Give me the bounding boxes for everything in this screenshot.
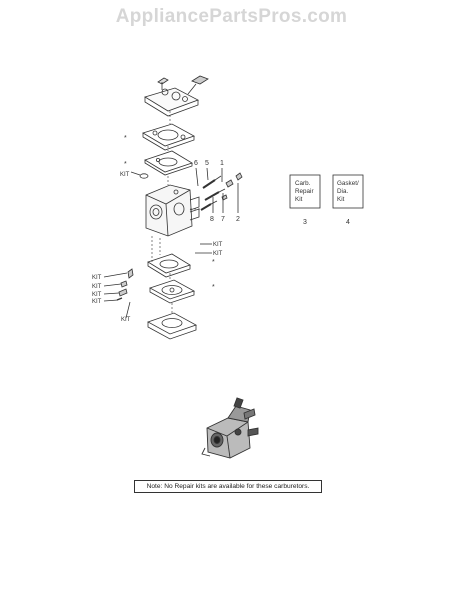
kit-callout-3: KIT [213, 251, 223, 257]
metering-diaphragm [144, 150, 193, 176]
pump-gasket [147, 253, 191, 278]
gasket-kit-line1: Gasket/ [337, 180, 359, 187]
assembled-carburetor-image [201, 397, 259, 459]
o-ring [139, 173, 149, 179]
star-marker-2: * [124, 161, 127, 168]
carb-kit-line1: Carb. [295, 180, 311, 187]
part-number-4: 4 [346, 219, 350, 226]
carb-kit-line2: Repair [295, 188, 314, 195]
pump-cover [147, 312, 197, 340]
gasket-kit-line3: Kit [337, 196, 345, 203]
top-cover-plate [144, 75, 209, 117]
kit-callout-5: KIT [92, 284, 102, 290]
star-marker-1: * [124, 135, 127, 142]
gasket-kit-line2: Dia. [337, 188, 348, 195]
kit-callout-6: KIT [92, 292, 102, 298]
star-marker-4: * [212, 284, 215, 291]
note-box: Note: No Repair kits are available for t… [134, 480, 322, 493]
kit-callout-1: KIT [120, 172, 130, 178]
kit-callout-8: KIT [121, 317, 131, 323]
gasket-dia-kit-box: Gasket/ Dia. Kit [332, 174, 364, 209]
kit-callout-2: KIT [213, 242, 223, 248]
part-number-8: 8 [210, 216, 214, 223]
part-number-7: 7 [221, 216, 225, 223]
part-number-3: 3 [303, 219, 307, 226]
watermark-logo: AppliancePartsPros.com [115, 6, 348, 27]
kit-callout-4: KIT [92, 275, 102, 281]
part-number-1: 1 [220, 160, 224, 167]
adjusting-needles [200, 172, 243, 211]
metering-gasket [142, 123, 195, 151]
part-number-5: 5 [205, 160, 209, 167]
carburetor-body [145, 184, 200, 237]
pump-diaphragm [149, 279, 195, 304]
star-marker-3: * [212, 259, 215, 266]
carb-kit-line3: Kit [295, 196, 303, 203]
carb-repair-kit-box: Carb. Repair Kit [289, 174, 321, 209]
part-number-6: 6 [194, 160, 198, 167]
part-number-2: 2 [236, 216, 240, 223]
kit-callout-7: KIT [92, 299, 102, 305]
